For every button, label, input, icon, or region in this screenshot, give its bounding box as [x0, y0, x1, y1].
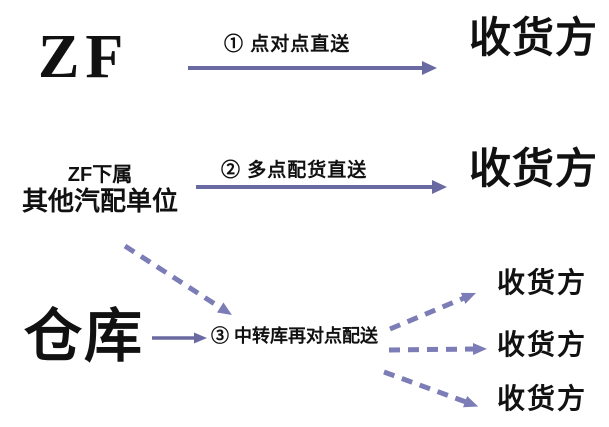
- node-consignee-flow3-1: 收货方: [497, 267, 588, 298]
- node-consignee-flow2: 收货方: [469, 145, 599, 192]
- arrow-subsidiary-to-hub: [123, 243, 232, 316]
- node-consignee-flow1: 收货方: [469, 14, 599, 61]
- node-warehouse: 仓库: [24, 304, 145, 369]
- flow1-label: ① 点对点直送: [224, 34, 351, 55]
- arrow-hub-to-consignee-3: [383, 369, 479, 408]
- node-zf-subsidiary: ZF下属 其他汽配单位: [8, 164, 192, 216]
- node-consignee-flow3-3: 收货方: [497, 383, 588, 414]
- flow3-label: ③ 中转库再对点配送: [211, 326, 379, 346]
- arrow-hub-to-consignee-2: [388, 343, 487, 356]
- arrow-hub-to-consignee-1: [389, 292, 476, 332]
- node-zf: ZF: [38, 23, 130, 91]
- zf-subsidiary-line2: 其他汽配单位: [21, 186, 178, 216]
- flow2-label: ② 多点配货直送: [221, 160, 368, 181]
- node-consignee-flow3-2: 收货方: [497, 329, 588, 360]
- zf-subsidiary-line1: ZF下属: [67, 164, 133, 186]
